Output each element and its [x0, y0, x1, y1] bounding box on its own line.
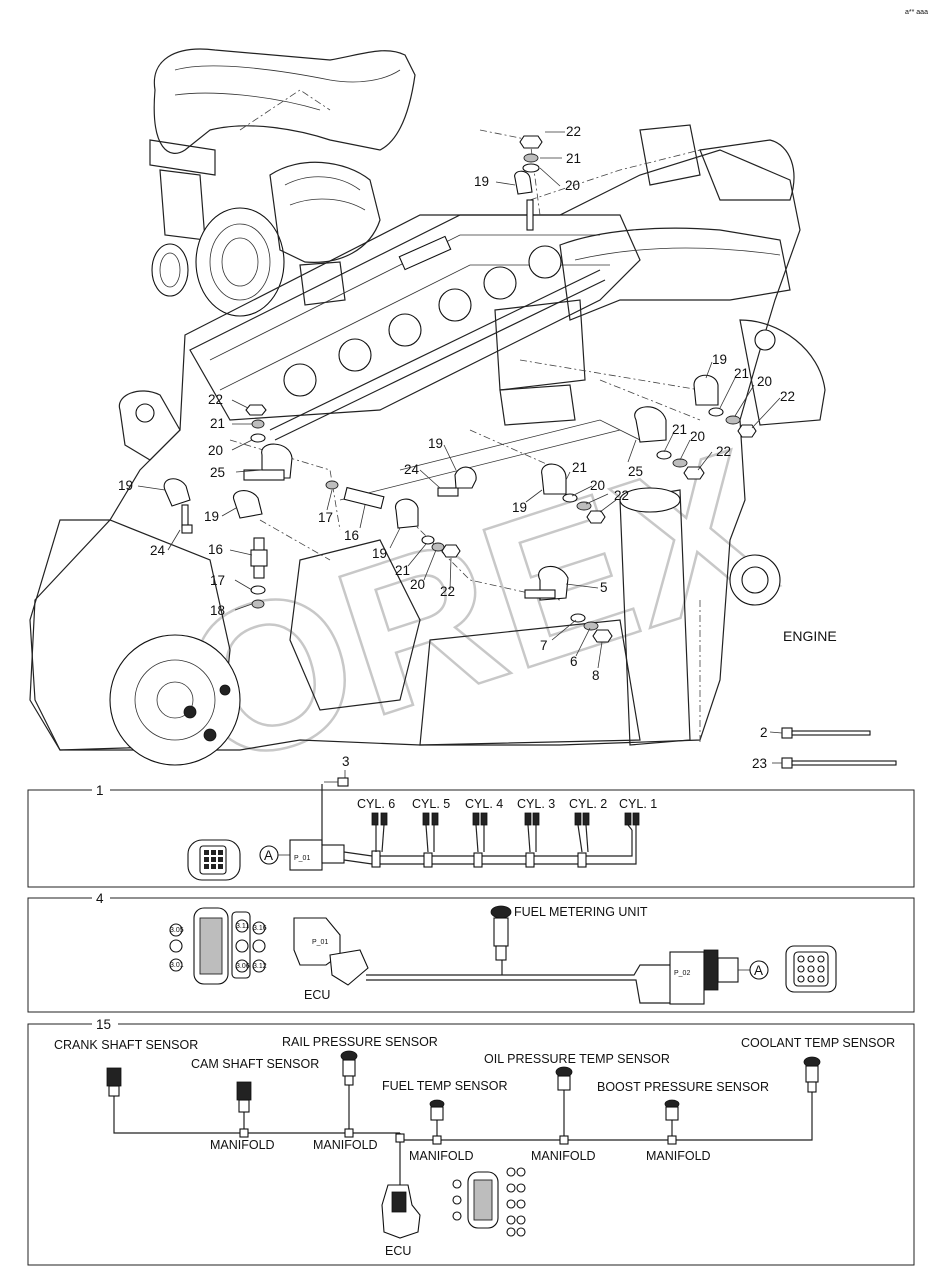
- callout-17-center: 17: [318, 510, 333, 525]
- callout-8: 8: [592, 668, 600, 683]
- callout-6: 6: [570, 654, 578, 669]
- pin-3-01: 3.01: [170, 962, 184, 969]
- panel-4-connector-letter: A: [754, 963, 763, 978]
- manifold-label-3: MANIFOLD: [409, 1149, 474, 1163]
- callout-20-left: 20: [208, 443, 223, 458]
- callout-2: 2: [760, 725, 768, 740]
- panel-4-ecu-label: ECU: [304, 988, 330, 1002]
- panel-15-ecu-label: ECU: [385, 1244, 411, 1258]
- rail-pressure-sensor-label: RAIL PRESSURE SENSOR: [282, 1035, 438, 1049]
- callout-5: 5: [600, 580, 608, 595]
- manifold-label-4: MANIFOLD: [531, 1149, 596, 1163]
- pin-3-12: 3.12: [253, 963, 267, 970]
- callout-7: 7: [540, 638, 548, 653]
- panel-4-ecu-harness: 4 3.05 3.01 3.11 3.16 3.06 3.12 P_01 ECU…: [27, 891, 915, 1013]
- callout-21-center: 21: [395, 563, 410, 578]
- cyl-3-label: CYL. 3: [517, 797, 555, 811]
- callout-22-mid: 22: [614, 488, 629, 503]
- callout-22-right: 22: [780, 389, 795, 404]
- callout-21-mid: 21: [572, 460, 587, 475]
- crank-shaft-sensor-label: CRANK SHAFT SENSOR: [54, 1038, 198, 1052]
- fastener-parts: [163, 135, 897, 769]
- callout-20-mid: 20: [590, 478, 605, 493]
- panel-4-number: 4: [96, 891, 104, 906]
- callout-25-left: 25: [210, 465, 225, 480]
- callout-25-right: 25: [628, 464, 643, 479]
- oil-pressure-temp-sensor-label: OIL PRESSURE TEMP SENSOR: [484, 1052, 670, 1066]
- manifold-label-2: MANIFOLD: [313, 1138, 378, 1152]
- fuel-temp-sensor-label: FUEL TEMP SENSOR: [382, 1079, 508, 1093]
- boost-pressure-sensor-icon: [664, 1099, 680, 1121]
- coolant-temp-sensor-label: COOLANT TEMP SENSOR: [741, 1036, 895, 1050]
- pin-3-06: 3.06: [236, 963, 250, 970]
- callout-19-top: 19: [474, 174, 489, 189]
- callout-20-right-b: 20: [690, 429, 705, 444]
- callout-18-left: 18: [210, 603, 225, 618]
- callout-22-right-b: 22: [716, 444, 731, 459]
- pin-3-16: 3.16: [253, 925, 267, 932]
- panel-4-connector-id: P_02: [674, 970, 690, 977]
- callout-19-mid: 19: [512, 500, 527, 515]
- panel-4-ecu-connector-id: P_01: [312, 939, 328, 946]
- callout-16-center: 16: [344, 528, 359, 543]
- callout-3: 3: [342, 754, 350, 769]
- callout-17-left: 17: [210, 573, 225, 588]
- callout-20-top: 20: [565, 178, 580, 193]
- callout-19-left-a: 19: [118, 478, 133, 493]
- panel-1-connector-letter: A: [264, 848, 273, 863]
- panel-1-injector-harness: 1 A P_01: [27, 770, 915, 888]
- manifold-label-5: MANIFOLD: [646, 1149, 711, 1163]
- pin-3-05: 3.05: [170, 927, 184, 934]
- callout-20-right: 20: [757, 374, 772, 389]
- pin-3-11: 3.11: [236, 923, 249, 930]
- callout-19-left-b: 19: [204, 509, 219, 524]
- callout-19-right: 19: [712, 352, 727, 367]
- oil-pressure-temp-sensor-icon: [555, 1066, 573, 1091]
- fuel-metering-unit-label: FUEL METERING UNIT: [514, 905, 648, 919]
- engine-label: ENGINE: [783, 628, 837, 644]
- callout-24-left: 24: [150, 543, 166, 558]
- callout-21-right-b: 21: [672, 422, 687, 437]
- crank-shaft-sensor-icon: [106, 1067, 122, 1097]
- callout-23: 23: [752, 756, 767, 771]
- cyl-4-label: CYL. 4: [465, 797, 503, 811]
- cyl-5-label: CYL. 5: [412, 797, 450, 811]
- callout-20-center: 20: [410, 577, 425, 592]
- callout-22-top: 22: [566, 124, 581, 139]
- manifold-label-1: MANIFOLD: [210, 1138, 275, 1152]
- panel-1-number: 1: [96, 783, 104, 798]
- boost-pressure-sensor-label: BOOST PRESSURE SENSOR: [597, 1080, 769, 1094]
- callout-21-right: 21: [734, 366, 749, 381]
- corner-mark: a** aaa: [905, 9, 928, 16]
- callout-19-center-b: 19: [428, 436, 443, 451]
- coolant-temp-sensor-icon: [803, 1056, 821, 1093]
- callout-24-center: 24: [404, 462, 420, 477]
- cyl-1-label: CYL. 1: [619, 797, 657, 811]
- rail-pressure-sensor-icon: [340, 1050, 358, 1086]
- panel-15-sensor-harness: 15: [27, 1017, 915, 1266]
- cyl-2-label: CYL. 2: [569, 797, 607, 811]
- callout-22-left: 22: [208, 392, 223, 407]
- callout-leaders: [137, 131, 783, 764]
- engine-illustration: OREX: [29, 48, 826, 813]
- callout-21-left: 21: [210, 416, 225, 431]
- panel-1-connector-id: P_01: [294, 855, 310, 862]
- watermark: OREX: [157, 404, 796, 811]
- cam-shaft-sensor-icon: [236, 1081, 252, 1113]
- cam-shaft-sensor-label: CAM SHAFT SENSOR: [191, 1057, 319, 1071]
- callout-21-top: 21: [566, 151, 581, 166]
- panel-15-number: 15: [96, 1017, 111, 1032]
- callout-19-center: 19: [372, 546, 387, 561]
- cyl-6-label: CYL. 6: [357, 797, 395, 811]
- fuel-temp-sensor-icon: [429, 1099, 445, 1121]
- callout-numbers: 22 21 20 19 22 21 20 25 19 19 24 16 17 1…: [118, 124, 837, 771]
- callout-22-center: 22: [440, 584, 455, 599]
- callout-16-left: 16: [208, 542, 223, 557]
